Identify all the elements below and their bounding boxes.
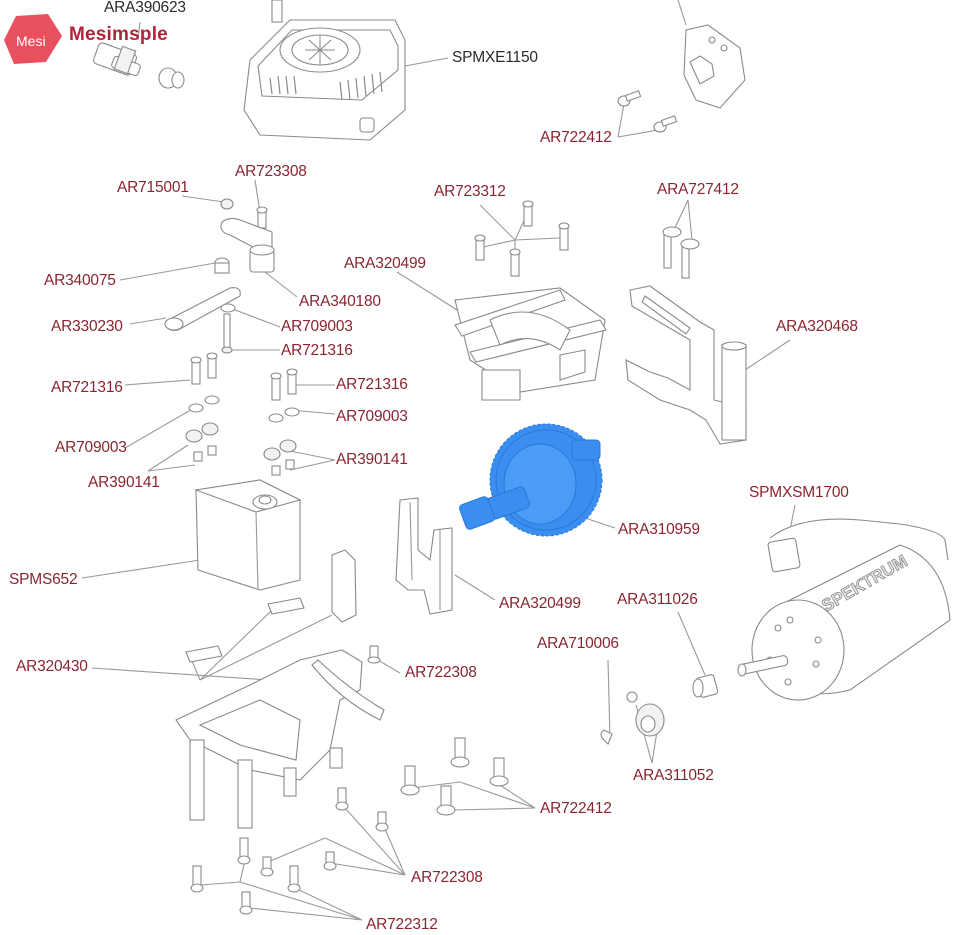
label-ARA710006: ARA710006: [537, 635, 619, 652]
label-SPMXE1150: SPMXE1150: [452, 49, 538, 66]
label-SPMXSM1700: SPMXSM1700: [749, 484, 849, 501]
label-ARA311026: ARA311026: [617, 591, 698, 608]
pinion-hardware: [600, 674, 719, 745]
label-AR722312-bot: AR722312: [366, 916, 438, 933]
bottom-screws-part: [190, 737, 509, 915]
gear-support-part: [395, 497, 453, 615]
servo-part: [193, 479, 302, 591]
label-ARA311052: ARA311052: [633, 767, 714, 784]
brushless-motor-part: SPEKTRUM: [737, 518, 951, 701]
label-ARA390623: ARA390623: [104, 0, 186, 16]
esc-part: [243, 0, 406, 141]
label-AR722412-bot: AR722412: [540, 800, 612, 817]
label-SPMS652: SPMS652: [9, 571, 78, 588]
label-ARA340180: ARA340180: [299, 293, 381, 310]
label-AR723312: AR723312: [434, 183, 506, 200]
label-ARA320468: ARA320468: [776, 318, 858, 335]
label-ARA727412: ARA727412: [657, 181, 739, 198]
label-AR330230: AR330230: [51, 318, 123, 335]
label-AR722412-top: AR722412: [540, 129, 612, 146]
leader-lines: [81, 21, 796, 921]
label-AR390141-a: AR390141: [88, 474, 160, 491]
motor-mount-part: [625, 285, 747, 445]
brand-badge-icon: Mesi: [4, 14, 62, 64]
label-AR709003-c: AR709003: [336, 408, 408, 425]
label-AR721316-b: AR721316: [51, 379, 123, 396]
label-AR721316-c: AR721316: [336, 376, 408, 393]
motor-clamp-part: [677, 0, 746, 109]
label-AR320430: AR320430: [16, 658, 88, 675]
label-AR722308-a: AR722308: [405, 664, 477, 681]
label-AR722308-b: AR722308: [411, 869, 483, 886]
label-ARA310959: ARA310959: [618, 521, 700, 538]
servo-mount-hardware: [185, 352, 300, 476]
servo-horn-assembly: [164, 198, 275, 354]
label-AR721316-a: AR721316: [281, 342, 353, 359]
label-AR723308: AR723308: [235, 163, 307, 180]
label-AR709003-a: AR709003: [281, 318, 353, 335]
label-AR390141-b: AR390141: [336, 451, 408, 468]
brand-badge-text: Mesi: [16, 33, 46, 49]
label-ARA320499-mid: ARA320499: [499, 595, 581, 612]
label-ARA320499-top: ARA320499: [344, 255, 426, 272]
label-AR715001: AR715001: [117, 179, 189, 196]
brand-name: Mesimsple: [69, 24, 168, 45]
label-AR340075: AR340075: [44, 272, 116, 289]
gearbox-housing-part: [454, 200, 607, 401]
motor-mount-screws-part: [662, 226, 700, 279]
esc-mount-screws-part: [617, 90, 678, 133]
power-connector-part: [93, 42, 185, 89]
spur-gear-differential-part: [459, 423, 603, 537]
label-AR709003-b: AR709003: [55, 439, 127, 456]
chassis-plate-part: [175, 549, 385, 829]
